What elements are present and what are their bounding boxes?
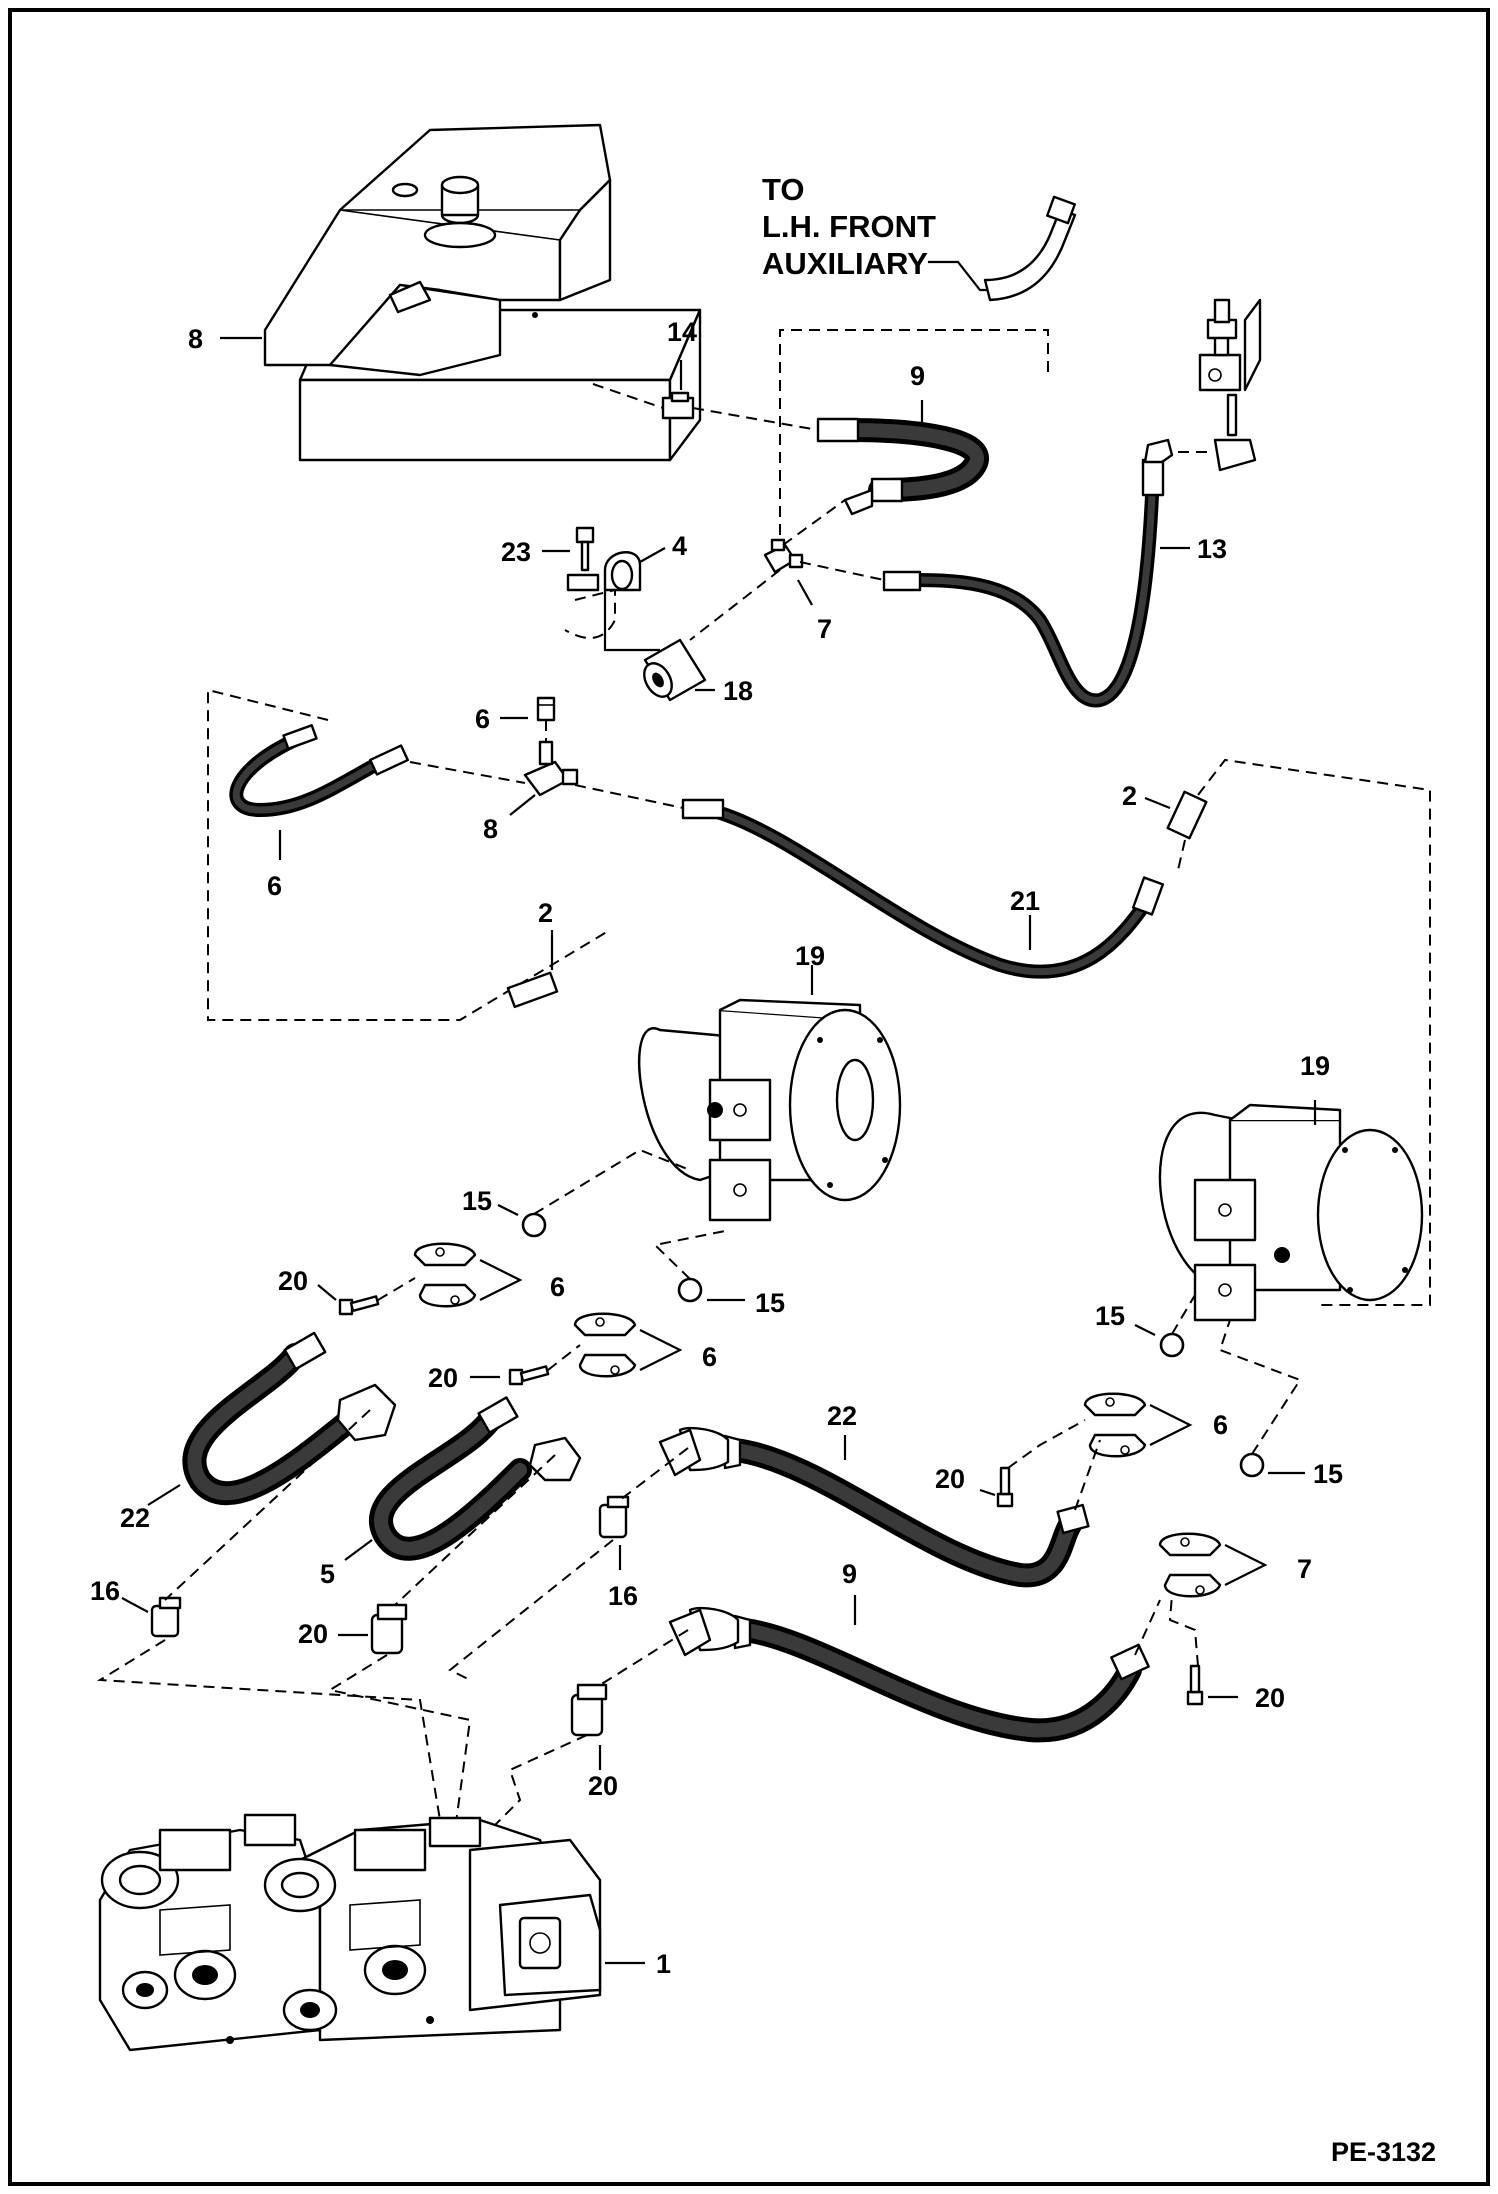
adapter-2-right xyxy=(1166,790,1208,840)
callout-16-left: 16 xyxy=(90,1576,120,1606)
adapter-2-left xyxy=(506,971,559,1009)
split-flange-6-b xyxy=(573,1312,637,1378)
callout-4: 5 xyxy=(320,1559,335,1589)
callout-6-d: 7 xyxy=(1297,1554,1312,1584)
hose-10 xyxy=(229,724,409,818)
callout-21: 21 xyxy=(1010,886,1040,916)
callout-23: 23 xyxy=(501,537,531,567)
callout-9: 9 xyxy=(910,361,925,391)
note-line-3: AUXILIARY xyxy=(762,246,928,281)
callout-22-left: 22 xyxy=(120,1503,150,1533)
split-flange-6-a xyxy=(413,1242,477,1308)
hose-7 xyxy=(668,1606,1150,1743)
callout-5: 6 xyxy=(475,704,490,734)
callout-18-left: 19 xyxy=(795,941,825,971)
callout-11: 7 xyxy=(817,614,832,644)
reservoir-tank-12 xyxy=(263,123,702,462)
o-ring-15-b xyxy=(677,1277,703,1303)
callout-3: 4 xyxy=(672,531,687,561)
fitting-14 xyxy=(661,391,695,420)
callout-15-c: 15 xyxy=(1095,1301,1125,1331)
callout-20-a: 20 xyxy=(278,1266,308,1296)
callout-20-d: 20 xyxy=(1255,1683,1285,1713)
callout-14: 14 xyxy=(667,317,697,347)
bolt-20-b xyxy=(508,1365,550,1386)
hose-22-right xyxy=(658,1426,1090,1588)
page-border xyxy=(8,8,1490,2186)
callout-1: 1 xyxy=(656,1949,671,1979)
tee-fitting-8 xyxy=(523,740,579,797)
callout-7: 9 xyxy=(842,1559,857,1589)
adapter-16-right xyxy=(598,1495,630,1539)
drive-motor-18-left xyxy=(637,998,902,1222)
adapter-19-left xyxy=(370,1603,408,1655)
hose-13 xyxy=(882,438,1174,708)
clamp-3 xyxy=(603,551,642,592)
callout-2-right: 2 xyxy=(1122,781,1137,811)
note-line-1: TO xyxy=(762,172,805,207)
callout-12: 8 xyxy=(188,324,203,354)
callout-2-left: 2 xyxy=(538,898,553,928)
cap-5 xyxy=(536,696,556,722)
sleeve-17 xyxy=(643,638,707,702)
split-flange-6-c xyxy=(1083,1392,1147,1458)
split-flange-6-d xyxy=(1158,1532,1222,1598)
o-ring-15-d xyxy=(1239,1452,1265,1478)
bolt-20-c xyxy=(996,1466,1014,1508)
callout-15-a: 15 xyxy=(462,1186,492,1216)
o-ring-15-a xyxy=(521,1212,547,1238)
callout-20-b: 20 xyxy=(428,1363,458,1393)
hydraulic-pump-1 xyxy=(98,1813,602,2052)
callout-6-b: 6 xyxy=(702,1342,717,1372)
note-line-2: L.H. FRONT xyxy=(762,209,936,244)
o-ring-15-c xyxy=(1159,1332,1185,1358)
callout-15-b: 15 xyxy=(755,1288,785,1318)
callout-19-left: 20 xyxy=(298,1619,328,1649)
bolt-23 xyxy=(566,526,600,592)
bolt-20-d xyxy=(1186,1664,1204,1706)
callout-22-right: 22 xyxy=(827,1401,857,1431)
figure-id: PE-3132 xyxy=(1331,2137,1436,2167)
callout-6-a: 6 xyxy=(550,1272,565,1302)
callout-17: 18 xyxy=(723,676,753,706)
drive-motor-18-right xyxy=(1158,1103,1424,1322)
callout-18-right: 19 xyxy=(1300,1051,1330,1081)
callout-19-right: 20 xyxy=(588,1771,618,1801)
auxiliary-hose-end xyxy=(928,195,1077,302)
hose-22-left xyxy=(182,1331,397,1505)
tee-fitting-11 xyxy=(763,538,804,574)
callout-15-d: 15 xyxy=(1313,1459,1343,1489)
callout-6-c: 6 xyxy=(1213,1410,1228,1440)
hose-21 xyxy=(681,798,1165,979)
hose-9 xyxy=(816,417,989,516)
adapter-19-right xyxy=(570,1683,608,1737)
callout-20-c: 20 xyxy=(935,1464,965,1494)
callout-8: 8 xyxy=(483,814,498,844)
relief-valve xyxy=(1198,298,1262,472)
bolt-20-a xyxy=(338,1295,380,1316)
callout-16-right: 16 xyxy=(608,1581,638,1611)
callout-13: 13 xyxy=(1197,534,1227,564)
callout-10: 6 xyxy=(267,871,282,901)
hose-4 xyxy=(369,1396,582,1561)
adapter-16-left xyxy=(150,1596,182,1638)
